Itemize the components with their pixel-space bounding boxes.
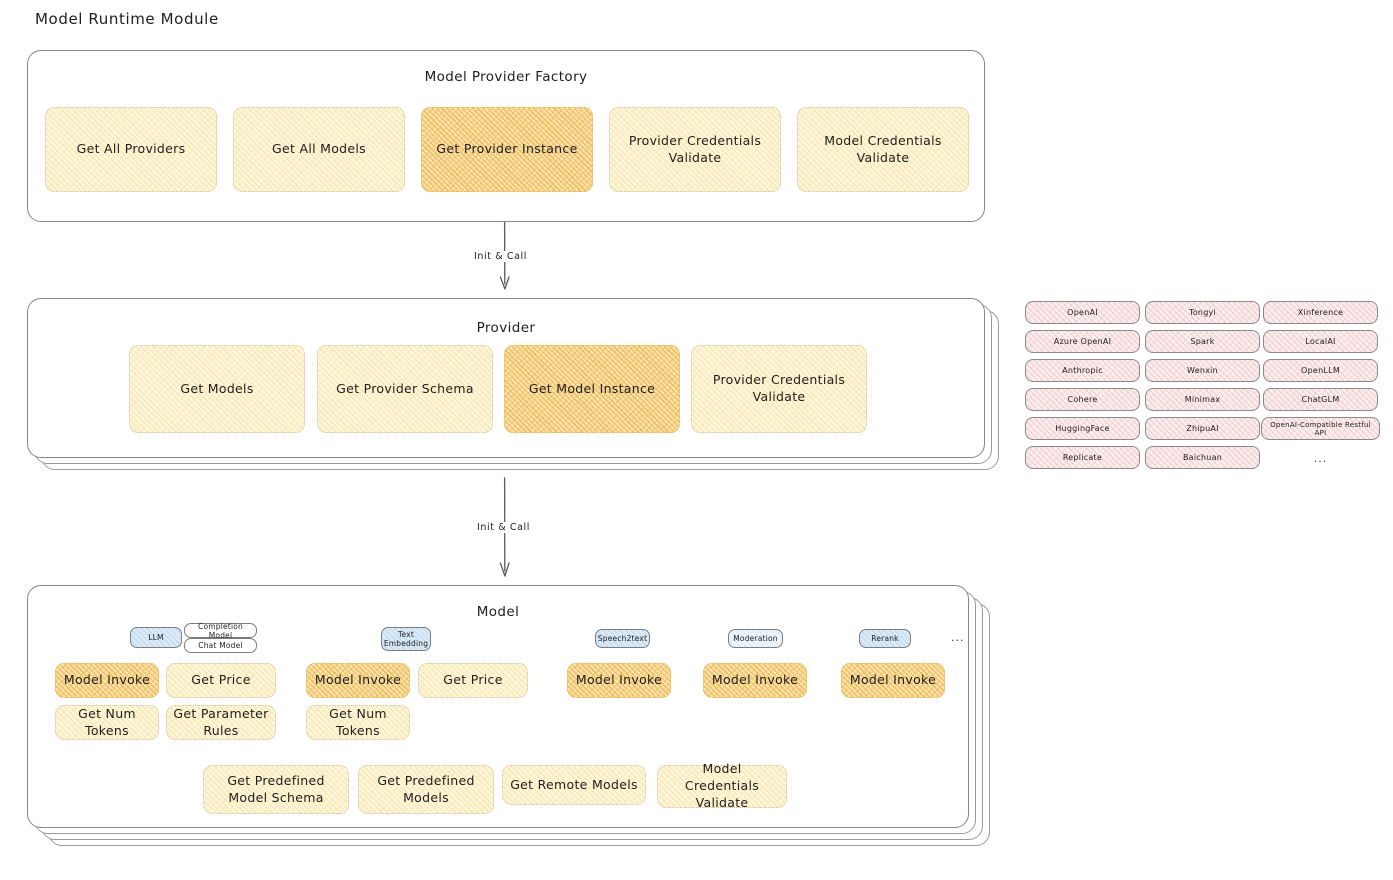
factory-node-get-provider-instance[interactable]: Get Provider Instance <box>421 107 593 192</box>
provider-title: Provider <box>476 320 536 336</box>
page-title: Model Runtime Module <box>35 10 219 28</box>
model-type-badge-rerank[interactable]: Rerank <box>859 629 911 648</box>
model-text-embedding-node-get-num-tokens[interactable]: Get Num Tokens <box>306 705 410 740</box>
model-rerank-node-model-invoke[interactable]: Model Invoke <box>841 663 945 698</box>
model-common-node-get-predefined-model-schema[interactable]: Get Predefined Model Schema <box>203 765 349 814</box>
model-common-node-get-predefined-models[interactable]: Get Predefined Models <box>358 765 494 814</box>
model-types-more: ... <box>951 631 965 644</box>
model-moderation-node-model-invoke[interactable]: Model Invoke <box>703 663 807 698</box>
factory-node-get-all-models[interactable]: Get All Models <box>233 107 405 192</box>
provider-node-get-model-instance[interactable]: Get Model Instance <box>504 345 680 433</box>
model-llm-node-model-invoke[interactable]: Model Invoke <box>55 663 159 698</box>
provider-node-get-models[interactable]: Get Models <box>129 345 305 433</box>
provider-chip-openllm[interactable]: OpenLLM <box>1263 359 1378 382</box>
provider-chip-openai[interactable]: OpenAI <box>1025 301 1140 324</box>
model-llm-node-get-price[interactable]: Get Price <box>166 663 276 698</box>
provider-chip-wenxin[interactable]: Wenxin <box>1145 359 1260 382</box>
model-provider-factory-title: Model Provider Factory <box>424 69 588 85</box>
provider-chip-cohere[interactable]: Cohere <box>1025 388 1140 411</box>
provider-chip-anthropic[interactable]: Anthropic <box>1025 359 1140 382</box>
model-text-embedding-node-get-price[interactable]: Get Price <box>418 663 528 698</box>
model-llm-node-get-num-tokens[interactable]: Get Num Tokens <box>55 705 159 740</box>
factory-node-model-credentials-validate[interactable]: Model Credentials Validate <box>797 107 969 192</box>
provider-chip-replicate[interactable]: Replicate <box>1025 446 1140 469</box>
provider-chip-openai-compatible-restful-api[interactable]: OpenAI-Compatible Restful API <box>1261 417 1380 440</box>
provider-node-provider-credentials-validate[interactable]: Provider Credentials Validate <box>691 345 867 433</box>
provider-chip-more: ... <box>1313 451 1328 465</box>
model-type-badge-speech2text[interactable]: Speech2text <box>595 629 650 648</box>
model-llm-node-get-parameter-rules[interactable]: Get Parameter Rules <box>166 705 276 740</box>
arrow-label-init-call-2: Init & Call <box>473 522 534 533</box>
arrow-label-init-call-1: Init & Call <box>470 251 531 262</box>
provider-chip-baichuan[interactable]: Baichuan <box>1145 446 1260 469</box>
model-common-node-model-credentials-validate[interactable]: Model Credentials Validate <box>657 761 787 810</box>
provider-chip-localai[interactable]: LocalAI <box>1263 330 1378 353</box>
model-type-badge-moderation[interactable]: Moderation <box>728 629 783 648</box>
provider-chip-chatglm[interactable]: ChatGLM <box>1263 388 1378 411</box>
provider-chip-minimax[interactable]: Minimax <box>1145 388 1260 411</box>
model-text-embedding-node-model-invoke[interactable]: Model Invoke <box>306 663 410 698</box>
model-title: Model <box>476 604 520 620</box>
provider-node-get-provider-schema[interactable]: Get Provider Schema <box>317 345 493 433</box>
model-type-badge-text-embedding[interactable]: Text Embedding <box>381 627 431 651</box>
model-subtype-badge-completion-model[interactable]: Completion Model <box>184 622 257 640</box>
provider-chip-tongyi[interactable]: Tongyi <box>1145 301 1260 324</box>
provider-chip-huggingface[interactable]: HuggingFace <box>1025 417 1140 440</box>
model-type-badge-llm[interactable]: LLM <box>130 627 182 648</box>
provider-chip-xinference[interactable]: Xinference <box>1263 301 1378 324</box>
model-common-node-get-remote-models[interactable]: Get Remote Models <box>502 765 646 805</box>
model-speech2text-node-model-invoke[interactable]: Model Invoke <box>567 663 671 698</box>
factory-node-provider-credentials-validate[interactable]: Provider Credentials Validate <box>609 107 781 192</box>
provider-chip-azure-openai[interactable]: Azure OpenAI <box>1025 330 1140 353</box>
model-subtype-badge-chat-model[interactable]: Chat Model <box>184 638 257 653</box>
factory-node-get-all-providers[interactable]: Get All Providers <box>45 107 217 192</box>
provider-chip-spark[interactable]: Spark <box>1145 330 1260 353</box>
provider-chip-zhipuai[interactable]: ZhipuAI <box>1145 417 1260 440</box>
